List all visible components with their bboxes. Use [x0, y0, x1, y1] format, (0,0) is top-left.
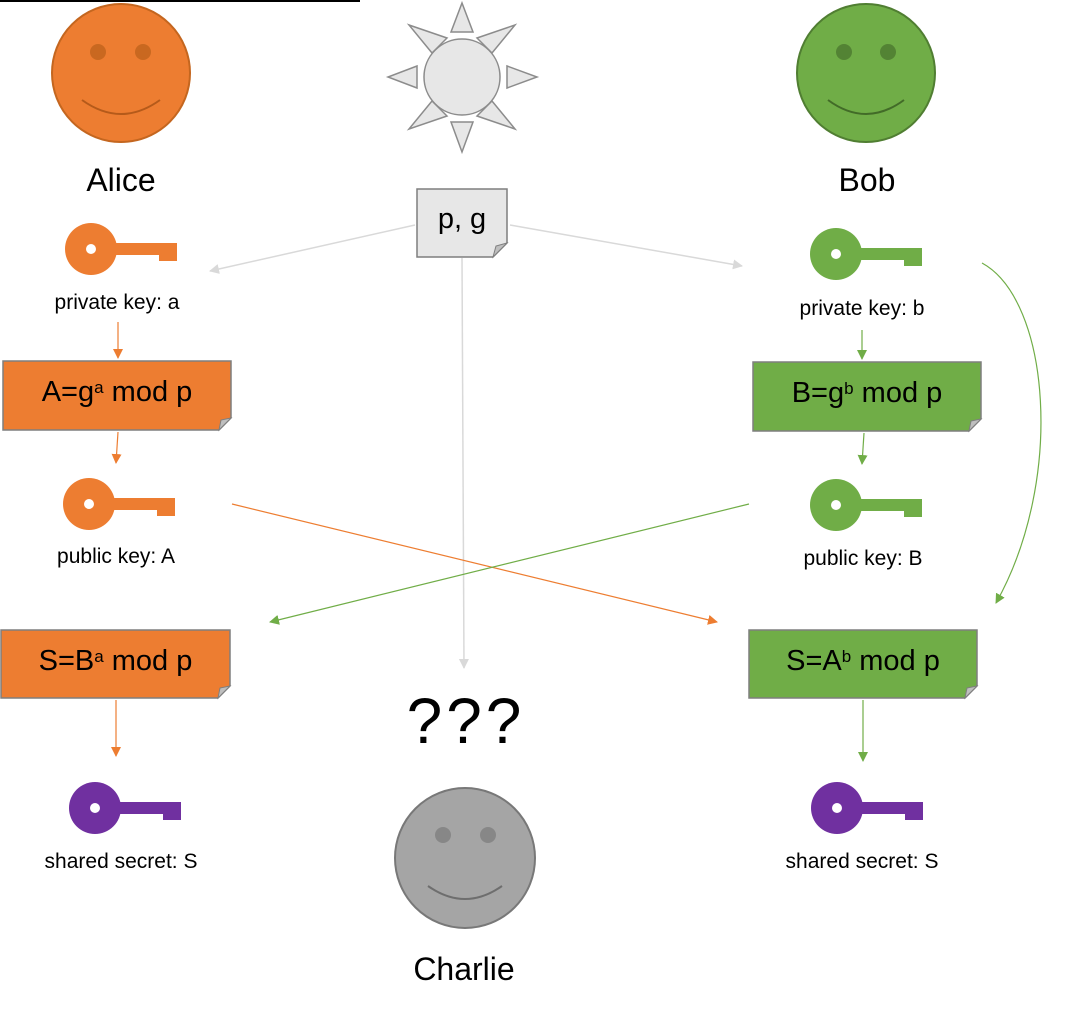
alice-shared-lhs: S=B [38, 644, 95, 677]
alice-private-key-label: private key: a [54, 291, 180, 314]
bob-private-key-icon [810, 228, 922, 280]
alice-compute-rhs: mod p [103, 375, 193, 408]
alice-shared-rhs: mod p [103, 644, 193, 677]
bob-private-key-label: private key: b [799, 297, 925, 320]
alice-compute-lhs: A=g [41, 375, 95, 408]
public-params-arrows [209, 224, 743, 669]
charlie-unknown-marks: ??? [406, 685, 526, 757]
bob-public-key-label: public key: B [803, 547, 923, 570]
bob-compute-exponent: b [844, 379, 854, 398]
bob-shared-rhs: mod p [851, 644, 940, 677]
public-params-note-icon [416, 188, 509, 259]
alice-shared-note-box [0, 629, 232, 700]
bob-shared-lhs: S=A [786, 644, 842, 677]
alice-private-key-icon [65, 223, 177, 275]
bob-flow-arrows [269, 262, 1042, 762]
bob-shared-exponent: b [841, 647, 852, 666]
bob-public-key-icon [810, 479, 922, 531]
bob-face-icon [796, 3, 936, 143]
alice-public-key-label: public key: A [57, 545, 175, 568]
alice-flow-arrows [111, 322, 718, 757]
bob-shared-secret-key-icon [811, 782, 923, 834]
alice-public-key-icon [63, 478, 175, 530]
bob-compute-rhs: mod p [853, 376, 943, 409]
bob-compute-lhs: B=g [791, 376, 845, 409]
alice-compute-exponent: a [94, 378, 104, 397]
bob-shared-note-box [748, 629, 979, 700]
alice-shared-secret-key-icon [69, 782, 181, 834]
alice-compute-note-box [2, 360, 233, 432]
charlie-name: Charlie [413, 951, 515, 987]
alice-name: Alice [86, 162, 156, 198]
alice-shared-secret-label: shared secret: S [44, 850, 198, 873]
charlie-face-icon [394, 787, 536, 929]
alice-face-icon [51, 3, 191, 143]
bob-name: Bob [838, 162, 896, 198]
bob-shared-secret-label: shared secret: S [785, 850, 939, 873]
sun-icon [385, 0, 540, 155]
alice-shared-exponent: a [94, 647, 104, 666]
public-params-label: p, g [437, 202, 487, 235]
bob-compute-note-box [752, 361, 983, 433]
